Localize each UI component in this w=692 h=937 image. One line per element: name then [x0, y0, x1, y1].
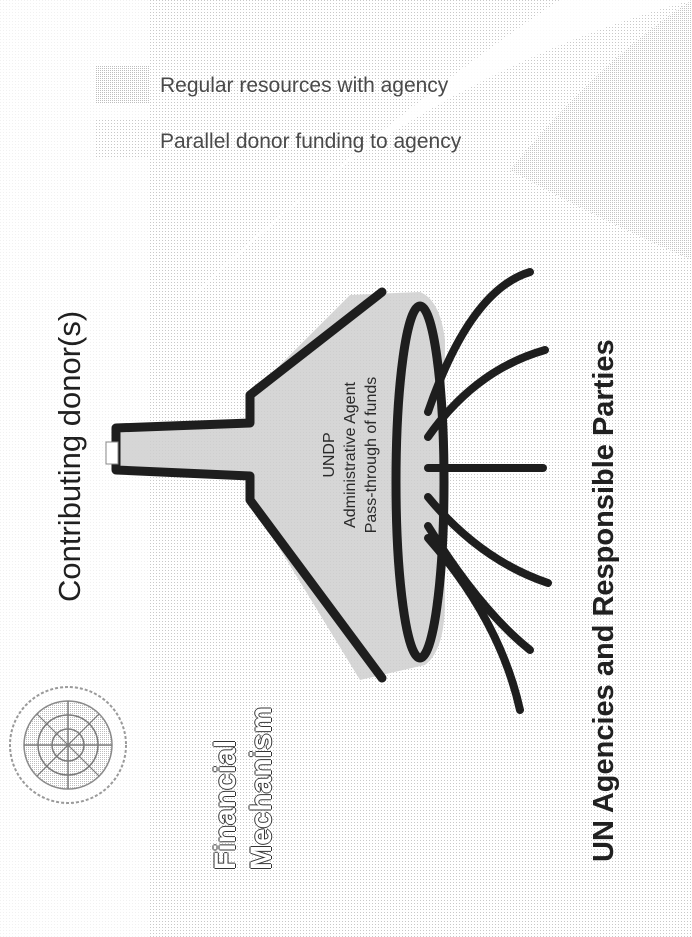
agent-line-1: UNDP [319, 345, 340, 565]
agent-line-3: Pass-through of funds [361, 345, 382, 565]
legend-box-regular [95, 65, 150, 103]
diagram-title: Contributing donor(s) [52, 311, 88, 602]
legend-label-regular: Regular resources with agency [160, 74, 448, 98]
agent-box: UNDP Administrative Agent Pass-through o… [319, 345, 382, 565]
funnel-inlet [106, 442, 118, 464]
agent-line-2: Administrative Agent [340, 345, 361, 565]
recipients-label: UN Agencies and Responsible Parties [588, 339, 621, 862]
legend-label-parallel: Parallel donor funding to agency [160, 130, 461, 154]
legend-box-parallel [95, 120, 150, 158]
side-label-line-2: Mechanism [244, 707, 280, 870]
side-label-line-1: Financial [208, 707, 244, 870]
side-label: Financial Mechanism [208, 707, 280, 870]
